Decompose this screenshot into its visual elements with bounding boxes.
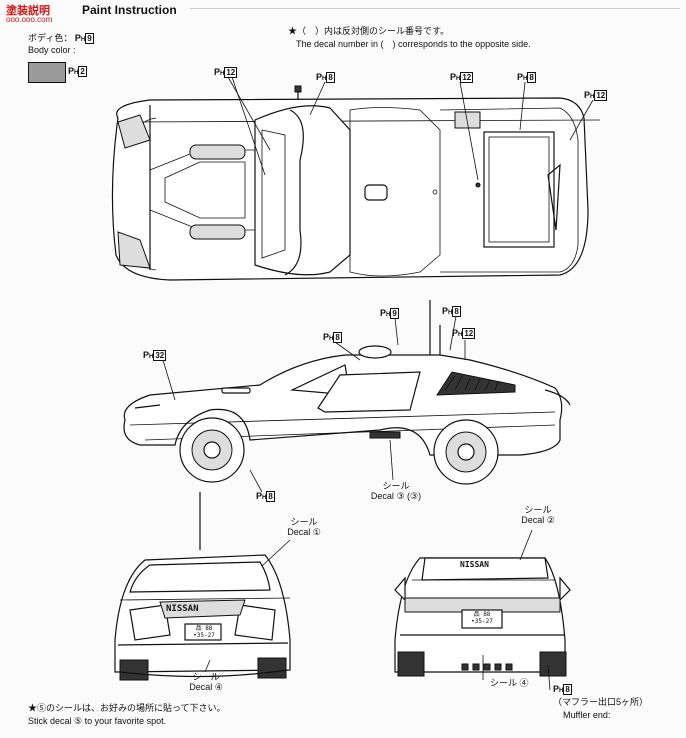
rear-decal-top: シール Decal ② bbox=[521, 505, 555, 525]
title-rule bbox=[190, 8, 680, 9]
rear-wing-text: NISSAN bbox=[460, 560, 489, 569]
note-en: The decal number in ( ) corresponds to t… bbox=[296, 39, 531, 49]
footer-en: Stick decal ⑤ to your favorite spot. bbox=[28, 716, 167, 726]
front-plate: 品 88 •35-27 bbox=[193, 625, 215, 639]
body-color-en: Body color : bbox=[28, 45, 76, 55]
muffler-en: Muffler end: bbox=[563, 710, 611, 720]
site-logo: 塗装説明 bbox=[6, 5, 50, 17]
rear-decal-bottom: シール ④ bbox=[490, 678, 529, 688]
front-decal-bottom: シール Decal ④ bbox=[189, 672, 223, 692]
rear-plate: 品 88 •35-27 bbox=[471, 611, 493, 625]
body-color-swatch bbox=[28, 62, 66, 83]
muffler-jp: （マフラー出口5ヶ所） bbox=[553, 697, 649, 707]
front-decal-top: シール Decal ① bbox=[287, 517, 321, 537]
site-logo-url: ooo.ooo.com bbox=[6, 15, 53, 24]
front-grille-text: NISSAN bbox=[166, 604, 199, 614]
page-title: Paint Instruction bbox=[82, 3, 177, 17]
top-view-car bbox=[111, 76, 601, 281]
note-jp: ★（ ）内は反対側のシール番号です。 bbox=[288, 26, 450, 36]
footer-jp: ★⑤のシールは、お好みの場所に貼って下さい。 bbox=[28, 703, 226, 713]
front-view-car bbox=[114, 492, 291, 681]
rear-view-car bbox=[394, 529, 571, 691]
side-decal-label: シール Decal ③ (③) bbox=[370, 481, 422, 501]
side-view-car bbox=[123, 300, 571, 493]
